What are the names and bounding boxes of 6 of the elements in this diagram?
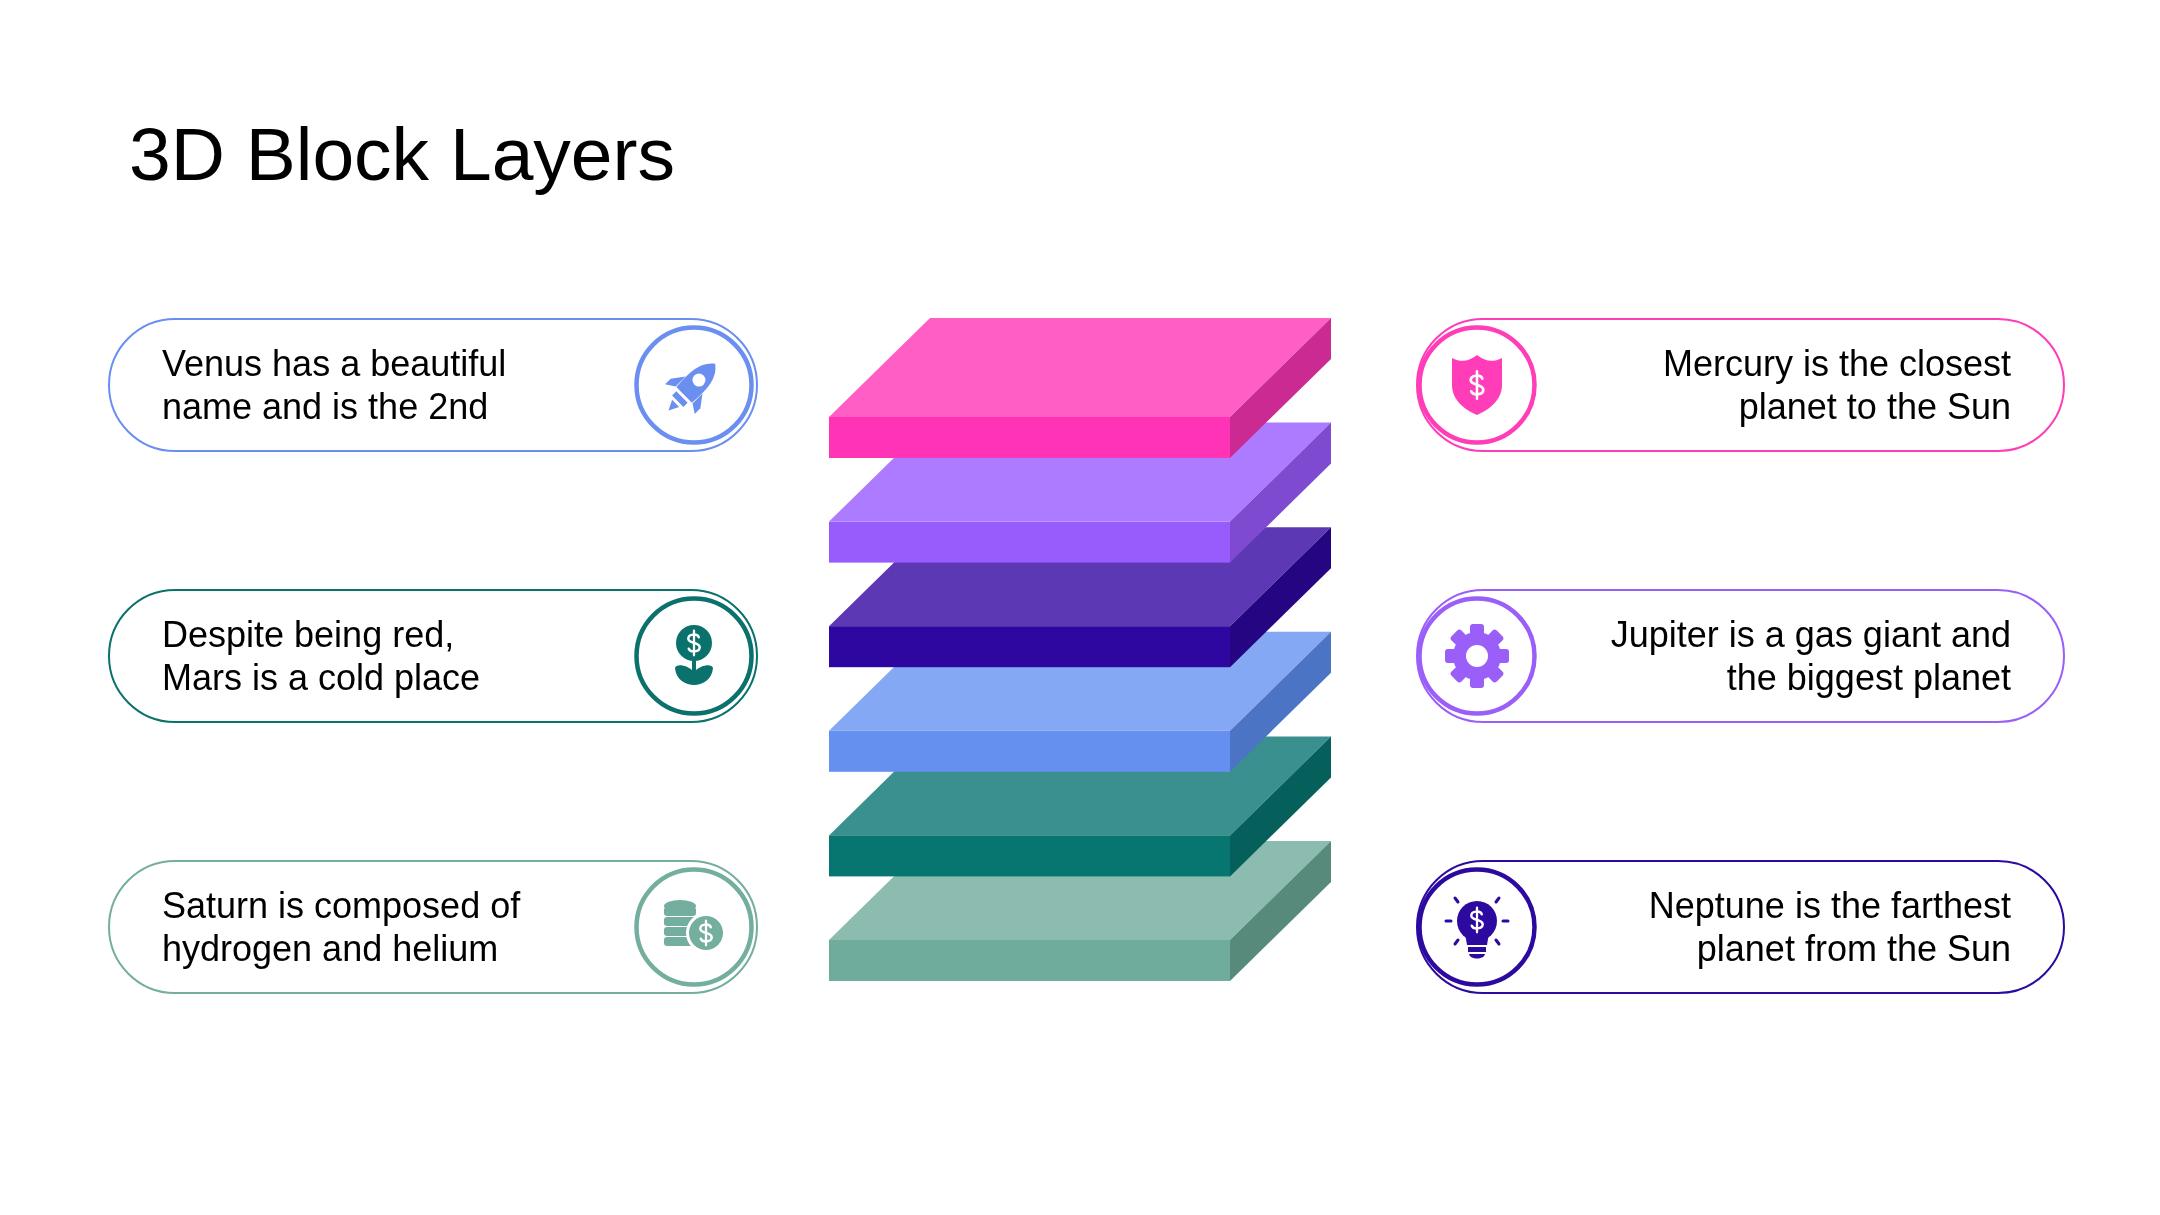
description-text: Mercury is the closest planet to the Sun <box>1661 342 2011 428</box>
description-text: Despite being red, Mars is a cold place <box>162 613 482 699</box>
description-text: Neptune is the farthest planet from the Sun <box>1647 884 2011 970</box>
description-text: Venus has a beautiful name and is the 2nd <box>162 342 508 428</box>
description-text: Saturn is composed of hydrogen and helium <box>162 884 522 970</box>
description-text: Jupiter is a gas giant and the biggest planet <box>1609 613 2011 699</box>
